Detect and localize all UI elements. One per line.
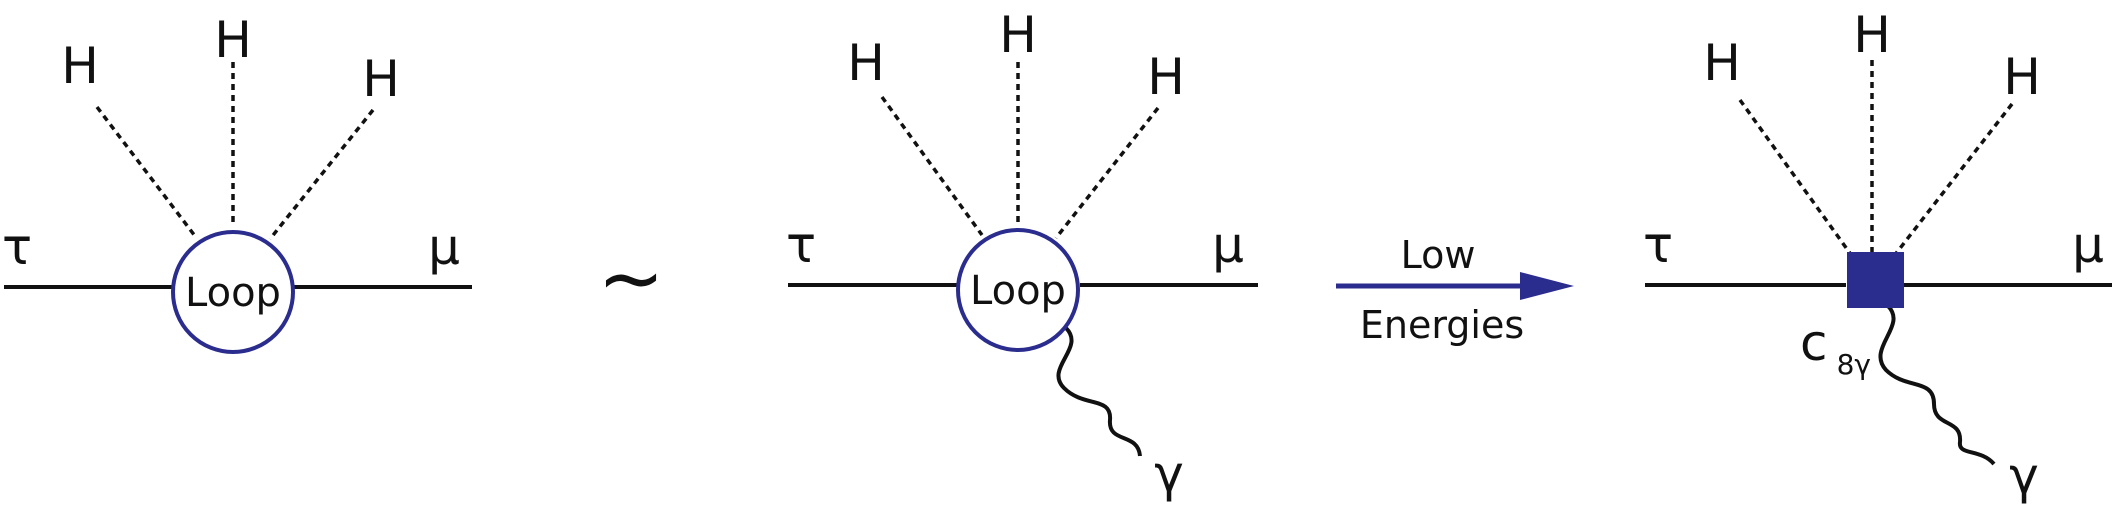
arrow-label-top: Low [1401, 233, 1476, 277]
right-higgs-line-1 [1738, 98, 1854, 258]
middle-loop-label: Loop [970, 268, 1066, 314]
right-tau-label: τ [1643, 216, 1673, 274]
coefficient-main: c [1800, 314, 1828, 372]
coefficient-subscript: 8γ [1837, 348, 1871, 381]
diagram-left: Loop H H H τ μ [2, 11, 472, 354]
left-higgs-label-1: H [61, 37, 99, 95]
diagram-middle: Loop H H H τ μ γ [786, 6, 1258, 503]
relation-symbol: ~ [597, 232, 664, 325]
left-higgs-line-1 [95, 105, 197, 238]
middle-higgs-line-3 [1054, 106, 1160, 240]
right-photon-label: γ [2009, 447, 2039, 505]
low-energy-arrow: Low Energies [1336, 233, 1574, 347]
middle-mu-label: μ [1212, 216, 1244, 274]
middle-higgs-label-3: H [1147, 48, 1185, 106]
arrow-head [1520, 272, 1574, 300]
middle-higgs-line-1 [880, 95, 984, 237]
left-loop-label: Loop [185, 270, 281, 316]
arrow-label-bottom: Energies [1360, 303, 1524, 347]
left-loop-circle [171, 230, 295, 354]
left-higgs-label-3: H [362, 50, 400, 108]
middle-loop-circle [956, 228, 1080, 352]
middle-photon-line [1056, 326, 1142, 457]
left-higgs-line-3 [268, 108, 375, 241]
middle-photon-label: γ [1154, 445, 1184, 503]
right-higgs-label-3: H [2003, 48, 2041, 106]
middle-higgs-label-2: H [999, 6, 1037, 64]
left-higgs-label-2: H [214, 11, 252, 69]
left-mu-label: μ [428, 218, 460, 276]
right-photon-line [1878, 304, 1996, 466]
coefficient-label: c 8γ [1800, 314, 1871, 381]
left-tau-label: τ [2, 218, 32, 276]
middle-higgs-label-1: H [847, 34, 885, 92]
middle-tau-label: τ [786, 216, 816, 274]
right-higgs-label-2: H [1853, 6, 1891, 64]
effective-vertex-square [1847, 252, 1904, 308]
right-higgs-line-3 [1892, 102, 2014, 258]
right-higgs-label-1: H [1703, 34, 1741, 92]
right-mu-label: μ [2072, 216, 2104, 274]
diagram-right: H H H τ μ c 8γ γ [1643, 6, 2112, 505]
